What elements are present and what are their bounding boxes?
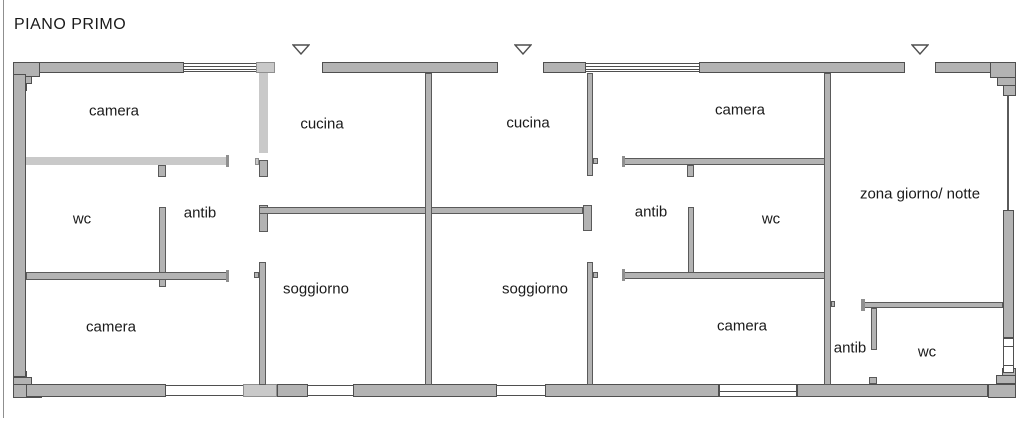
room-label-wc: wc xyxy=(761,210,781,228)
interior-wall xyxy=(587,262,593,385)
interior-wall xyxy=(26,272,228,280)
exterior-wall-top xyxy=(699,62,905,73)
room-label-antib: antib xyxy=(183,204,217,222)
exterior-wall-top xyxy=(935,62,995,73)
exterior-wall-top xyxy=(543,62,586,73)
window xyxy=(183,63,257,72)
entrance-marker-icon xyxy=(513,42,533,56)
wall-pilaster xyxy=(256,62,275,73)
interior-wall xyxy=(26,157,228,165)
interior-wall xyxy=(259,262,266,385)
interior-wall xyxy=(863,302,1003,308)
interior-wall xyxy=(259,207,583,214)
interior-wall xyxy=(425,73,432,385)
wall-end-cap xyxy=(583,205,592,231)
room-label-wc: wc xyxy=(917,343,937,361)
exterior-wall-bottom xyxy=(797,384,988,397)
window xyxy=(719,384,797,397)
wall-end-cap xyxy=(622,156,625,167)
corner-bottom-right xyxy=(988,384,1016,398)
exterior-wall-top xyxy=(322,62,498,73)
exterior-wall-bottom xyxy=(26,384,166,397)
corner-bottom-right-step xyxy=(996,375,1016,384)
door-jamb xyxy=(254,272,259,278)
room-label-cucina: cucina xyxy=(300,115,344,133)
interior-wall xyxy=(871,308,877,350)
room-label-antib: antib xyxy=(833,339,867,357)
interior-wall xyxy=(159,207,166,287)
interior-wall xyxy=(259,73,268,153)
exterior-wall-bottom xyxy=(277,384,308,397)
door-jamb xyxy=(259,160,268,177)
plan-title: PIANO PRIMO xyxy=(14,16,127,33)
interior-wall xyxy=(587,73,593,176)
door-jamb xyxy=(687,165,694,177)
window xyxy=(1003,338,1014,373)
exterior-wall-top xyxy=(38,62,184,73)
door-jamb xyxy=(831,301,835,307)
exterior-wall-bottom xyxy=(353,384,497,397)
window-opening xyxy=(166,385,243,396)
wall-end-cap xyxy=(622,269,625,281)
corner-top-right-step xyxy=(1003,85,1016,96)
wall-end-cap xyxy=(259,205,268,232)
interior-wall xyxy=(688,207,694,278)
exterior-wall-right xyxy=(1003,210,1014,338)
window xyxy=(585,63,700,72)
room-label-cucina: cucina xyxy=(506,114,550,132)
room-label-camera: camera xyxy=(716,317,768,335)
room-label-soggiorno: soggiorno xyxy=(502,280,568,298)
door-jamb xyxy=(593,272,598,278)
interior-wall xyxy=(624,158,826,165)
exterior-wall-right-line xyxy=(1007,95,1009,210)
door-jamb xyxy=(158,165,166,177)
door-jamb xyxy=(255,158,259,165)
room-label-antib: antib xyxy=(634,203,668,221)
wall-end-cap xyxy=(861,299,865,311)
room-label-wc: wc xyxy=(72,210,92,228)
entrance-marker-icon xyxy=(910,42,930,56)
wall-end-cap xyxy=(226,270,229,282)
room-label-soggiorno: soggiorno xyxy=(283,280,349,298)
window-opening xyxy=(308,385,353,396)
entrance-marker-icon xyxy=(291,42,311,56)
room-label-camera: camera xyxy=(85,318,137,336)
exterior-wall-left xyxy=(13,74,26,377)
room-label-camera: camera xyxy=(88,102,140,120)
corner-top-right xyxy=(990,62,1016,78)
door-jamb xyxy=(869,377,877,384)
wall-pilaster xyxy=(243,384,277,397)
room-label-camera: camera xyxy=(714,101,766,119)
exterior-wall-bottom xyxy=(545,384,719,397)
door-jamb xyxy=(593,158,598,164)
page-edge-line xyxy=(3,0,4,418)
wall-end-cap xyxy=(226,155,229,167)
room-label-zona-giorno-notte: zona giorno/ notte xyxy=(859,185,981,203)
window-opening xyxy=(497,385,545,396)
interior-wall xyxy=(824,73,831,385)
interior-wall xyxy=(624,272,826,279)
